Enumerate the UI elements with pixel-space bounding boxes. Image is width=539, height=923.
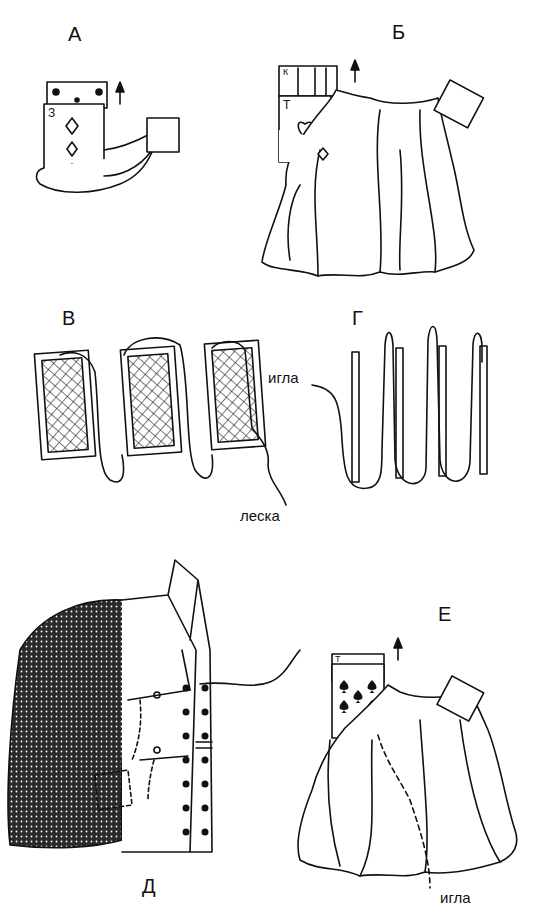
threaded-cards (34, 338, 286, 505)
cuff (434, 80, 484, 128)
buttons (183, 829, 190, 836)
arrow-head (394, 638, 402, 648)
buttons (202, 757, 209, 764)
diamond-pip (66, 118, 78, 134)
buttons (202, 709, 209, 716)
button (154, 747, 160, 753)
hand (37, 134, 152, 192)
hidden-needle (378, 735, 430, 888)
arrow-head (351, 60, 359, 70)
spade-pips (340, 700, 349, 713)
panel-letter: Д (142, 876, 156, 896)
panel-letter: А (68, 24, 81, 44)
spade-pips (340, 680, 349, 693)
club-pip (96, 89, 102, 95)
button (154, 692, 160, 698)
cloth (262, 90, 474, 276)
card-pattern (128, 354, 174, 449)
buttons (183, 709, 190, 716)
card-edge (352, 352, 359, 482)
cloth-with-cards (279, 130, 331, 162)
panel-letter: Г (352, 308, 363, 328)
buttons (183, 781, 190, 788)
card-index: З (48, 107, 55, 119)
buttons (202, 685, 209, 692)
diamond-pip (67, 142, 77, 156)
cloth-with-cards (262, 60, 484, 276)
buttons (183, 685, 190, 692)
cloth-fold (328, 720, 500, 876)
illustration (8, 60, 517, 888)
spade-pips (354, 690, 363, 703)
cloth-with-card (298, 638, 517, 888)
panel-letter: Б (392, 22, 405, 42)
buttons (183, 805, 190, 812)
cloth-fold (288, 110, 436, 276)
part-label: леска (240, 508, 280, 523)
buttons (183, 733, 190, 740)
club-pip (75, 98, 79, 102)
buttons (183, 685, 209, 836)
fishing-line (200, 650, 300, 685)
needle-zigzag (312, 327, 487, 489)
needle-wire (312, 327, 482, 489)
fishing-line (60, 338, 286, 505)
buttons (183, 757, 190, 764)
card-edge (480, 346, 487, 474)
club-pip (53, 89, 59, 95)
card-index: Т (283, 99, 290, 111)
part-label: игла (440, 890, 471, 905)
card-pattern (42, 358, 88, 453)
part-label: игла (268, 370, 299, 385)
card-stack (279, 66, 337, 96)
card-index: К (283, 68, 288, 77)
card-edge (314, 68, 316, 96)
hand-with-cards (37, 82, 179, 192)
heart-pip (318, 148, 328, 160)
card-back (34, 350, 95, 460)
card-index: Т (335, 655, 341, 664)
hidden-pocket (95, 770, 132, 810)
cloth (298, 685, 517, 876)
cuff (437, 676, 484, 721)
buttons (202, 829, 209, 836)
card-back (120, 346, 181, 456)
buttons (202, 733, 209, 740)
buttons (202, 781, 209, 788)
panel-letter: Е (438, 604, 451, 624)
card-edge (297, 68, 299, 96)
arrow-head (116, 82, 124, 92)
panel-letter: В (62, 308, 75, 328)
cuff (147, 118, 179, 152)
spade-pips (368, 680, 377, 693)
buttons (202, 805, 209, 812)
card-edge (325, 68, 327, 96)
jacket-body (122, 560, 212, 852)
hidden-line (132, 700, 154, 800)
jacket (8, 560, 300, 852)
card-edge (396, 348, 403, 478)
sleeve (8, 600, 136, 848)
